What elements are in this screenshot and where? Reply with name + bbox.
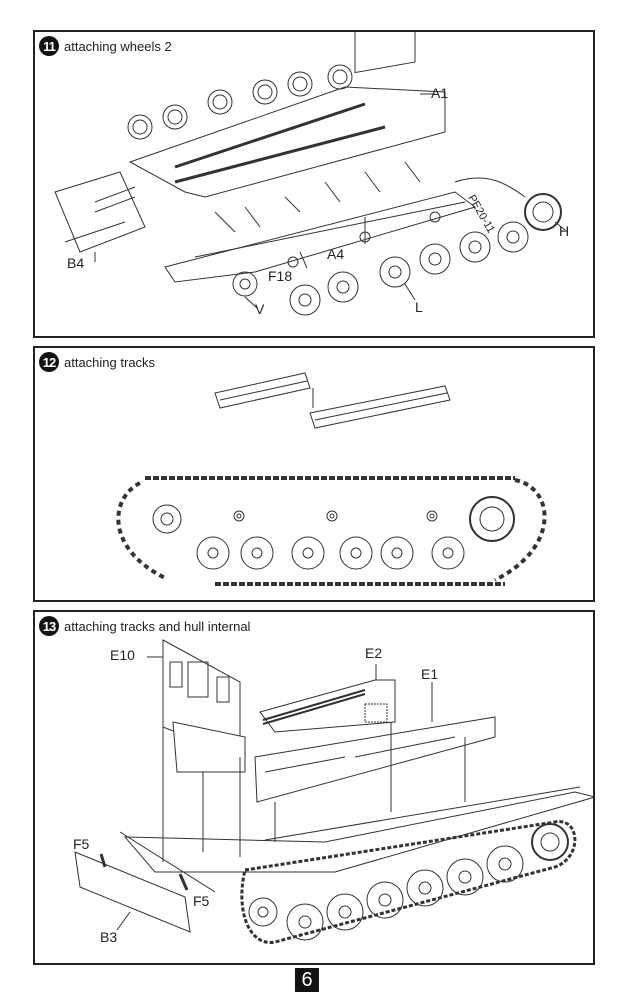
step-13-header: 13 attaching tracks and hull internal bbox=[39, 616, 250, 636]
part-label-e10: E10 bbox=[110, 647, 135, 663]
part-label-a1: A1 bbox=[431, 85, 449, 101]
suspension-arms bbox=[214, 161, 421, 233]
road-wheels-top bbox=[127, 64, 353, 140]
part-label-f5-right: F5 bbox=[193, 893, 210, 909]
step-12-panel: 12 attaching tracks bbox=[33, 346, 595, 602]
step-title: attaching tracks and hull internal bbox=[64, 618, 251, 634]
hull-internal-diagram bbox=[74, 639, 593, 944]
part-label-v: V bbox=[255, 301, 265, 317]
step-13-panel: 13 attaching tracks and hull internal bbox=[33, 610, 595, 965]
part-label-a4: A4 bbox=[327, 246, 345, 262]
tracks-diagram bbox=[116, 372, 547, 586]
wheels-assembly-diagram bbox=[54, 32, 566, 316]
step-number-badge: 12 bbox=[39, 352, 59, 372]
road-wheels bbox=[248, 845, 524, 941]
step-number-badge: 11 bbox=[39, 36, 59, 56]
road-wheels-bottom bbox=[232, 211, 529, 316]
part-label-e1: E1 bbox=[421, 666, 439, 682]
track-segment-lower bbox=[309, 385, 451, 429]
road-wheels bbox=[196, 536, 465, 570]
part-label-f5-left: F5 bbox=[73, 836, 90, 852]
part-label-h: H bbox=[559, 223, 570, 239]
part-label-b3: B3 bbox=[100, 929, 118, 945]
page-number: 6 bbox=[295, 968, 319, 992]
step-number-badge: 13 bbox=[39, 616, 59, 636]
step-12-header: 12 attaching tracks bbox=[39, 352, 155, 372]
part-label-e2: E2 bbox=[365, 645, 383, 661]
step-11-panel: 11 attaching wheels 2 bbox=[33, 30, 595, 338]
step-title: attaching tracks bbox=[64, 354, 156, 370]
track-segment-upper bbox=[214, 372, 311, 409]
part-label-f18: F18 bbox=[268, 268, 293, 284]
part-label-b4: B4 bbox=[67, 255, 85, 271]
step-11-header: 11 attaching wheels 2 bbox=[39, 36, 172, 56]
step-title: attaching wheels 2 bbox=[64, 38, 172, 54]
part-label-l: L bbox=[415, 299, 423, 315]
